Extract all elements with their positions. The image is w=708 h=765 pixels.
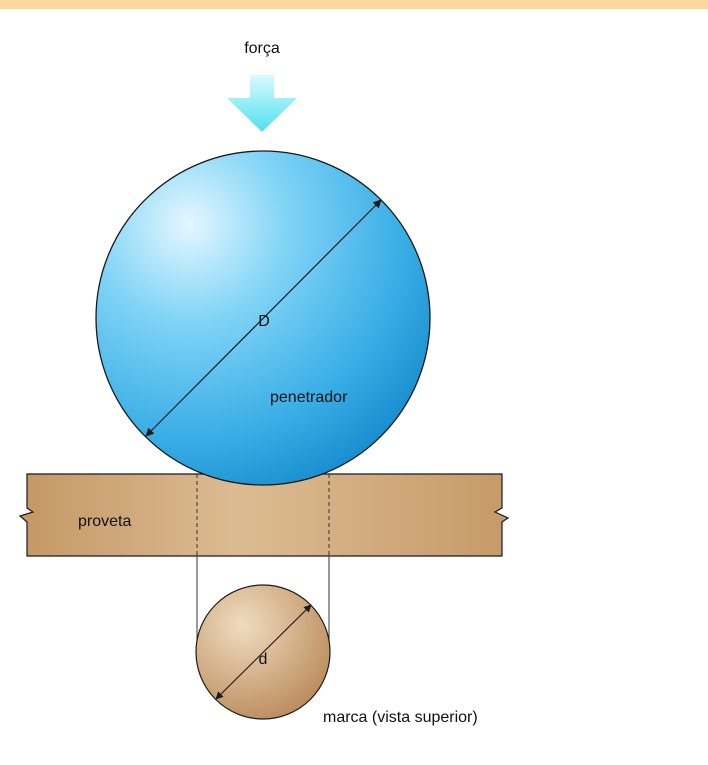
specimen-block xyxy=(18,473,510,557)
mark-label: marca (vista superior) xyxy=(323,709,478,726)
indenter-diameter-label: D xyxy=(258,313,270,330)
indenter-diameter-line xyxy=(145,199,382,437)
force-arrow-icon xyxy=(227,75,297,132)
mark-diameter-line xyxy=(215,604,312,700)
mark-diameter-label: d xyxy=(259,651,268,668)
indenter-label: penetrador xyxy=(270,389,348,406)
top-band xyxy=(0,0,708,9)
specimen-label: proveta xyxy=(78,513,131,530)
force-label: força xyxy=(244,40,280,57)
